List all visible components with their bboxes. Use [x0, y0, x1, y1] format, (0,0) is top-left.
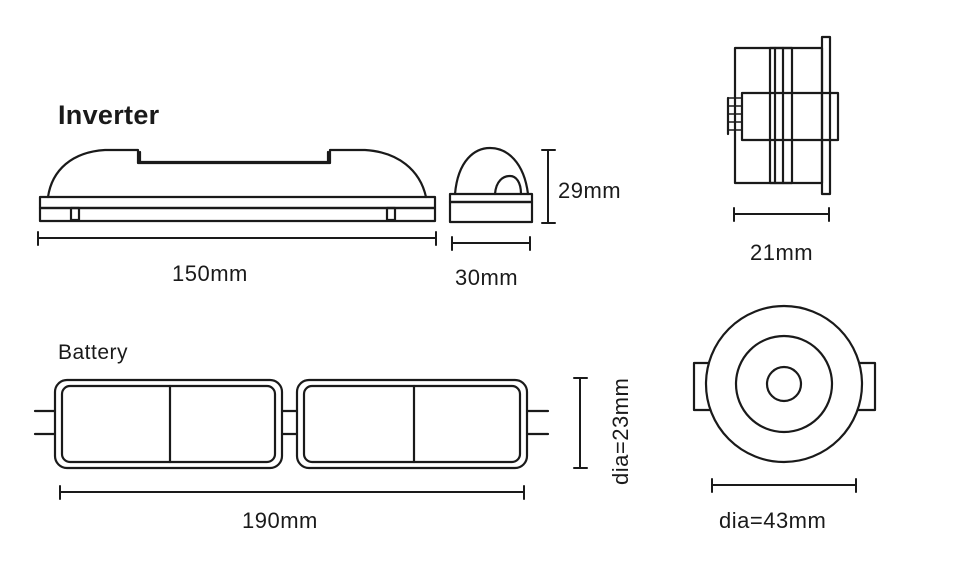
battery-length-label: 190mm: [242, 508, 318, 533]
dimension-150mm: [37, 231, 437, 246]
mount-depth-label: 21mm: [750, 240, 814, 265]
battery-pack: [33, 378, 550, 470]
mount-front-view: [692, 304, 877, 464]
battery-title: Battery: [58, 341, 129, 364]
dimension-23mm: [573, 377, 588, 469]
inverter-height-label: 29mm: [558, 178, 622, 203]
dimension-30mm: [451, 236, 531, 251]
dimension-190mm: [59, 485, 525, 500]
dimension-29mm: [541, 149, 556, 224]
inverter-title: Inverter: [58, 100, 160, 130]
dimension-21mm: [733, 207, 830, 222]
battery-diameter-label: dia=23mm: [608, 377, 633, 485]
dimension-43mm: [711, 478, 857, 493]
mount-side-view: [726, 35, 840, 196]
inverter-length-label: 150mm: [172, 261, 248, 286]
inverter-width-label: 30mm: [455, 265, 519, 290]
inverter-side-view: [38, 148, 437, 223]
inverter-end-view: [448, 146, 534, 224]
mount-diameter-label: dia=43mm: [719, 508, 827, 533]
